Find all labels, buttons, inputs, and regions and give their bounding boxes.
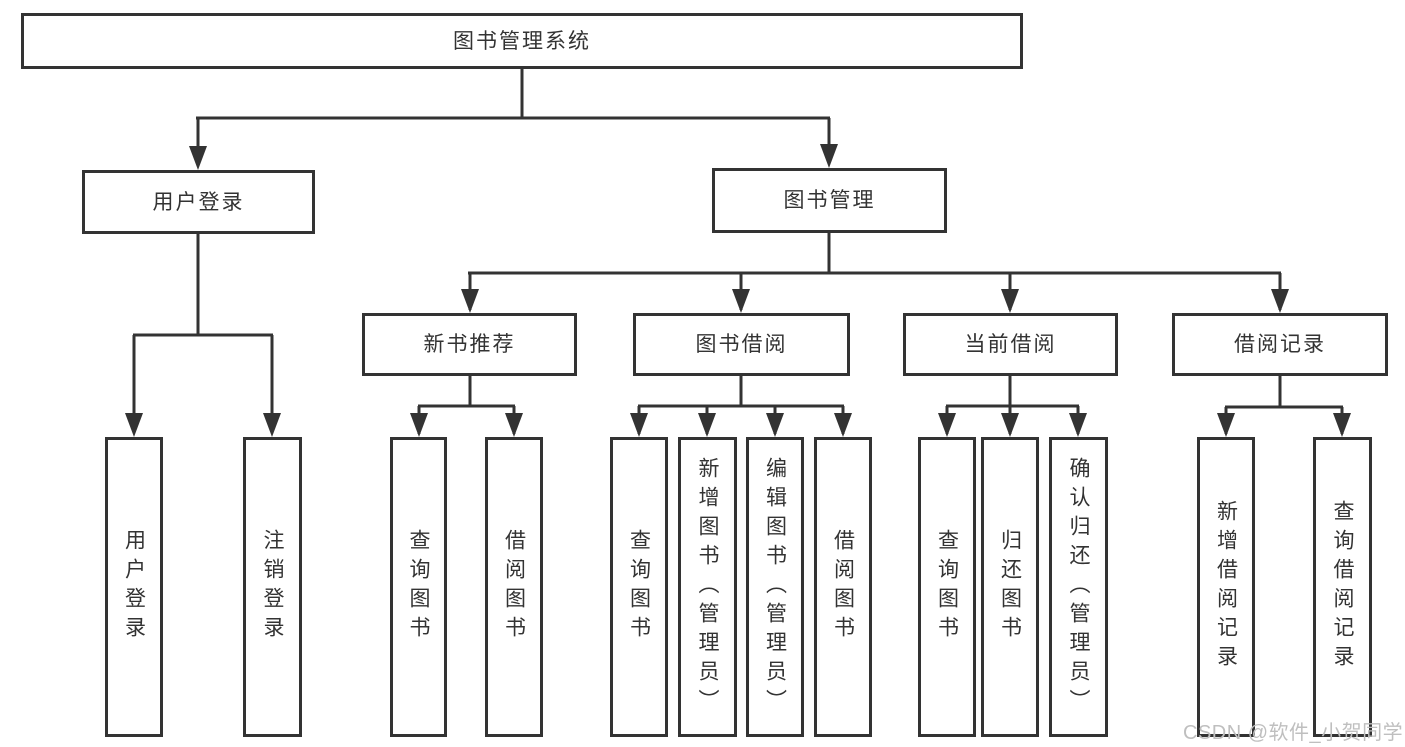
node-leaf-bb-query-books: 查询图书 [610,437,668,737]
arrow-new-book-rec [461,289,479,313]
node-user-login: 用户登录 [82,170,315,234]
node-current-borrow: 当前借阅 [903,313,1118,376]
node-book-borrow: 图书借阅 [633,313,850,376]
connector-book-borrow-split [637,376,845,434]
arrow-leaf-br-query [1333,413,1351,437]
node-leaf-cb-confirm-return-admin: 确认归还（管理员） [1049,437,1108,737]
node-root: 图书管理系统 [21,13,1023,69]
node-leaf-bb-edit-books-admin: 编辑图书（管理员） [746,437,804,737]
arrow-user-login [189,146,207,170]
node-leaf-rec-borrow-books: 借阅图书 [485,437,543,737]
arrow-leaf-bb-query [630,413,648,437]
arrow-book-borrow [732,289,750,313]
arrow-leaf-rec-borrow [505,413,523,437]
arrow-leaf-cb-confirm [1069,413,1087,437]
node-book-mgmt: 图书管理 [712,168,947,233]
connector-user-login-split [132,234,274,433]
arrow-leaf-bb-add [698,413,716,437]
connector-new-book-rec-split [417,376,516,434]
arrow-leaf-logout [263,413,281,437]
node-leaf-br-add-record: 新增借阅记录 [1197,437,1255,737]
node-borrow-record: 借阅记录 [1172,313,1388,376]
connector-borrow-record-split [1224,375,1344,434]
node-leaf-logout: 注销登录 [243,437,302,737]
node-leaf-bb-borrow-books: 借阅图书 [814,437,872,737]
arrowheads [125,144,1351,437]
node-leaf-rec-query-books: 查询图书 [390,437,447,737]
arrow-current-borrow [1001,289,1019,313]
arrow-leaf-cb-query [938,413,956,437]
connector-book-mgmt-split [468,233,1282,310]
node-new-book-rec: 新书推荐 [362,313,577,376]
node-leaf-user-login: 用户登录 [105,437,163,737]
arrow-book-mgmt [820,144,838,168]
arrow-borrow-record [1271,289,1289,313]
csdn-watermark: CSDN @软件_小贺同学 [1183,722,1404,744]
node-leaf-cb-return-books: 归还图书 [981,437,1039,737]
arrow-leaf-bb-edit [766,413,784,437]
connector-root-to-branches [196,69,831,166]
arrow-leaf-cb-return [1001,413,1019,437]
node-leaf-bb-add-books-admin: 新增图书（管理员） [678,437,737,737]
node-leaf-br-query-record: 查询借阅记录 [1313,437,1372,737]
node-leaf-cb-query-books: 查询图书 [918,437,976,737]
arrow-leaf-user-login [125,413,143,437]
arrow-leaf-rec-query [410,413,428,437]
arrow-leaf-bb-borrow [834,413,852,437]
arrow-leaf-br-add [1217,413,1235,437]
